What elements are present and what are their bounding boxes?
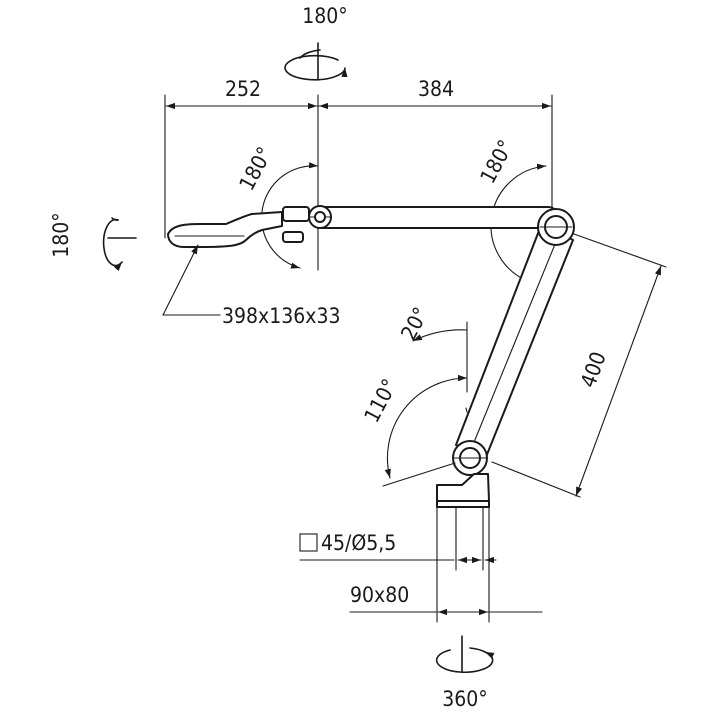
head-swivel-label: 180°	[235, 143, 278, 194]
head-size-label: 398x136x33	[222, 304, 341, 328]
head-length-dimension: 252	[225, 77, 261, 101]
upper-arm	[308, 205, 559, 229]
lower-arm-length-label: 400	[576, 349, 611, 391]
head-side-rotation-symbol	[102, 217, 137, 271]
lower-arm	[455, 222, 574, 458]
head-size-leader	[162, 244, 221, 316]
head-swivel-arc	[261, 162, 319, 269]
desk-base	[436, 473, 490, 623]
top-dimension-lines	[164, 94, 553, 271]
base-rotation-label: 360°	[442, 687, 488, 711]
lamp-head	[167, 206, 310, 248]
mount-hole-label: 45/Ø5,5	[321, 531, 396, 555]
tilt-small-label: 20°	[396, 303, 433, 344]
tilt-big-label: 110°	[360, 375, 403, 426]
head-side-rotation-label: 180°	[49, 212, 73, 258]
base-rotation-symbol	[435, 635, 495, 674]
base-size-label: 90x80	[350, 583, 409, 607]
upper-arm-length-dimension: 384	[418, 77, 454, 101]
elbow-joint	[537, 208, 575, 246]
mount-hole-dimension	[299, 533, 497, 564]
top-rotation-symbol	[284, 42, 348, 81]
lower-arm-dimension	[491, 233, 667, 498]
base-joint	[452, 440, 488, 476]
top-rotation-label: 180°	[302, 4, 348, 28]
tilt-arcs	[382, 321, 468, 487]
